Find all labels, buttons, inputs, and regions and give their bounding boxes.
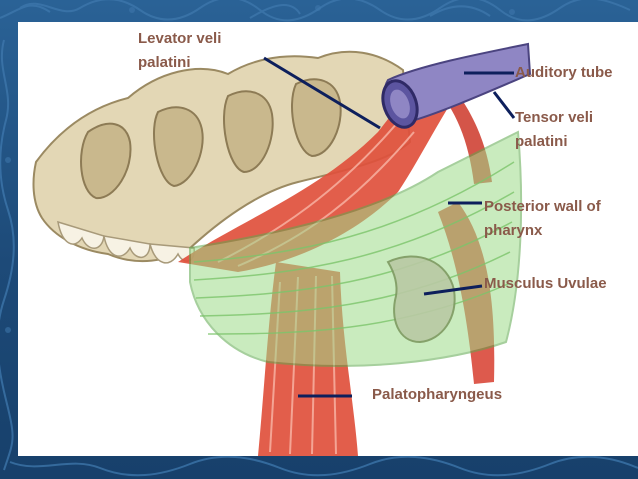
skull-sinus-2 xyxy=(153,106,204,188)
leader-line-uvulae xyxy=(423,284,483,296)
pharynx-wall-lines xyxy=(193,161,515,335)
skull-sinus-1 xyxy=(80,122,132,200)
label-posterior-wall-of-pharynx: Posterior wall of pharynx xyxy=(484,198,601,239)
palatopharyngeus-fibers xyxy=(269,275,337,455)
teeth xyxy=(57,220,195,264)
label-palatopharyngeus: Palatopharyngeus xyxy=(372,386,503,403)
skull-sinus-3 xyxy=(223,90,274,174)
label-tensor-veli-palatini: Tensor veli palatini xyxy=(515,109,594,150)
leader-line-tensor xyxy=(492,91,516,119)
leader-lines xyxy=(263,56,516,398)
musculus-uvulae-shape xyxy=(386,255,456,344)
label-auditory-tube: Auditory tube xyxy=(515,64,613,81)
label-musculus-uvulae: Musculus Uvulae xyxy=(484,275,607,292)
diagram-panel: Levator veli palatini Auditory tube Tens… xyxy=(18,22,638,456)
leader-line-levator xyxy=(263,56,381,130)
pharynx-illustration xyxy=(32,42,532,456)
levator-veli-palatini-muscle xyxy=(178,70,458,272)
label-levator-veli-palatini: Levator veli palatini xyxy=(138,30,222,71)
